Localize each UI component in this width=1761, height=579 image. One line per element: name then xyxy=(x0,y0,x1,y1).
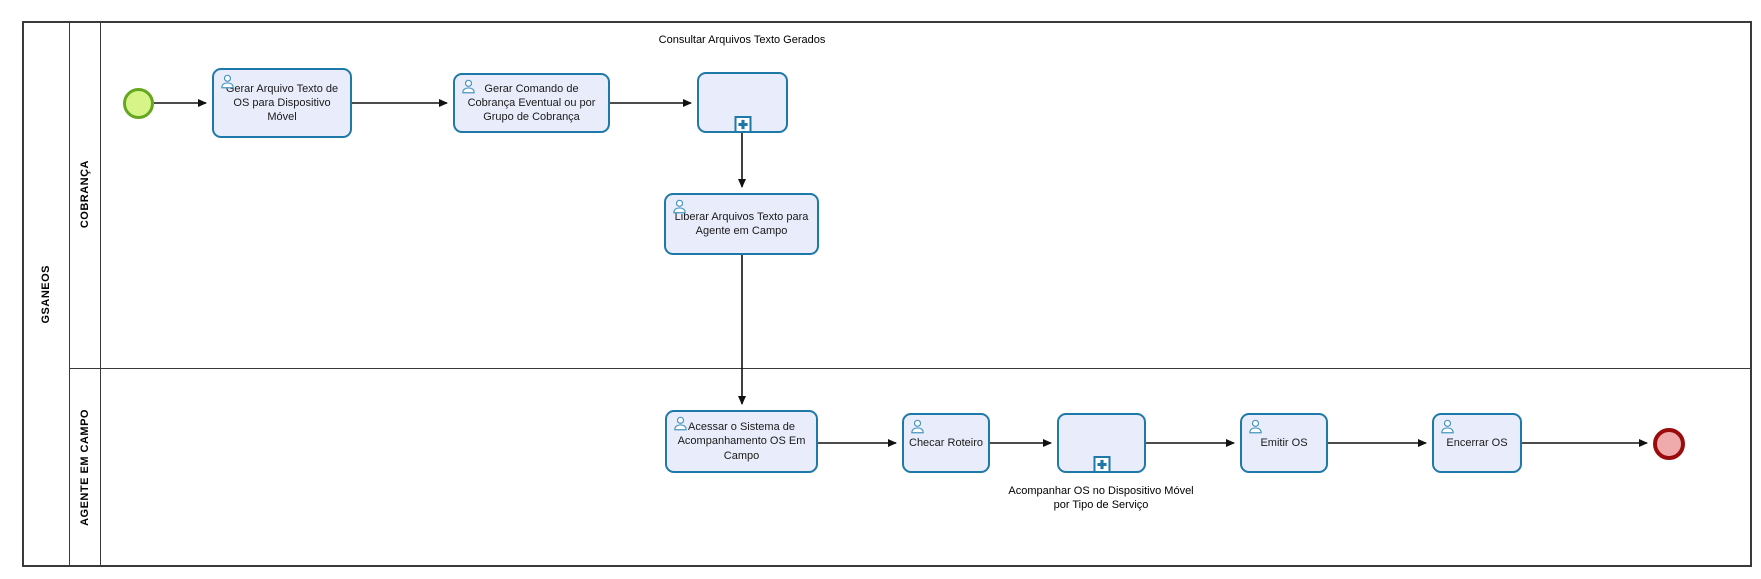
task-label: Gerar Arquivo Texto de OS para Dispositi… xyxy=(225,82,339,124)
user-task-icon xyxy=(460,79,477,94)
lane-cobranca: COBRANÇA xyxy=(70,21,100,368)
lane-cobranca-label: COBRANÇA xyxy=(79,160,91,229)
task-gerar-comando-cobranca[interactable]: Gerar Comando de Cobrança Eventual ou po… xyxy=(453,73,610,133)
pool-title: GSANEOS xyxy=(22,21,70,567)
task-label: Acessar o Sistema de Acompanhamento OS E… xyxy=(677,421,806,462)
task-gerar-arquivo-texto-os[interactable]: Gerar Arquivo Texto de OS para Dispositi… xyxy=(212,68,352,138)
subprocess-expand-plus-icon[interactable] xyxy=(1093,456,1110,473)
end-event[interactable] xyxy=(1653,428,1685,460)
task-label: Gerar Comando de Cobrança Eventual ou po… xyxy=(467,82,596,124)
task-label: Checar Roteiro xyxy=(909,436,983,449)
task-encerrar-os[interactable]: Encerrar OS xyxy=(1432,413,1522,473)
pool-gsaneos xyxy=(22,21,1752,567)
start-event[interactable] xyxy=(123,88,154,119)
lane-label-column: COBRANÇA AGENTE EM CAMPO xyxy=(70,21,101,567)
user-task-icon xyxy=(1247,419,1264,434)
user-task-icon xyxy=(1439,419,1456,434)
task-emitir-os[interactable]: Emitir OS xyxy=(1240,413,1328,473)
lane-agente-em-campo: AGENTE EM CAMPO xyxy=(70,368,100,567)
task-label: Liberar Arquivos Texto para Agente em Ca… xyxy=(674,210,809,237)
user-task-icon xyxy=(219,74,236,89)
lane-agente-label: AGENTE EM CAMPO xyxy=(79,409,91,526)
subprocess-expand-plus-icon[interactable] xyxy=(734,116,751,133)
subprocess-acompanhar-label: Acompanhar OS no Dispositivo Móvel por T… xyxy=(1008,485,1194,512)
lane-divider xyxy=(70,368,1752,369)
user-task-icon xyxy=(909,419,926,434)
task-liberar-arquivos[interactable]: Liberar Arquivos Texto para Agente em Ca… xyxy=(664,193,819,255)
subprocess-consultar-arquivos[interactable] xyxy=(697,72,788,133)
subprocess-acompanhar-os[interactable] xyxy=(1057,413,1146,473)
task-checar-roteiro[interactable]: Checar Roteiro xyxy=(902,413,990,473)
user-task-icon xyxy=(672,416,689,431)
task-label: Encerrar OS xyxy=(1446,436,1508,449)
pool-title-label: GSANEOS xyxy=(39,264,52,324)
task-acessar-sistema[interactable]: Acessar o Sistema de Acompanhamento OS E… xyxy=(665,410,818,473)
subprocess-consultar-label: Consultar Arquivos Texto Gerados xyxy=(658,34,826,46)
task-label: Emitir OS xyxy=(1260,436,1308,449)
user-task-icon xyxy=(671,199,688,214)
